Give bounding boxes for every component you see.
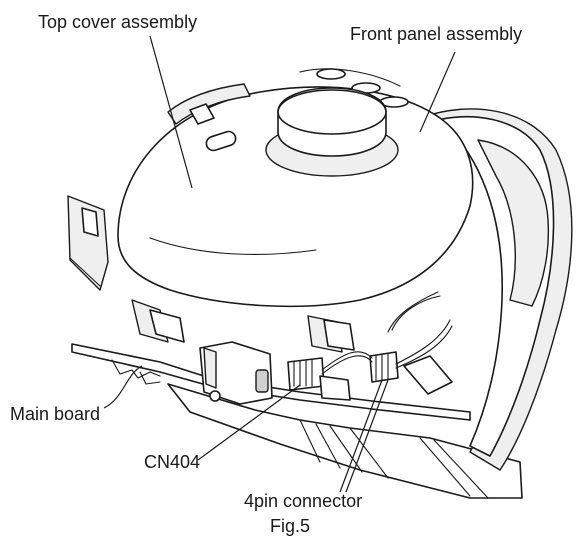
leader-top-cover (149, 35, 193, 189)
label-top-cover: Top cover assembly (38, 12, 197, 32)
leader-4pin-a (339, 379, 383, 493)
cn404-connector (287, 357, 351, 401)
control-knob (265, 87, 399, 177)
rear-chassis (67, 195, 109, 291)
leader-4pin-b (345, 379, 389, 493)
support-pillars (131, 299, 355, 353)
label-front-panel: Front panel assembly (350, 24, 522, 44)
leader-lines (103, 35, 456, 493)
figure-caption: Fig.5 (270, 516, 310, 536)
leader-front-panel (419, 51, 456, 133)
base-tray (167, 383, 523, 499)
label-4pin-connector: 4pin connector (244, 491, 362, 511)
bracket (199, 341, 273, 405)
label-cn404: CN404 (144, 452, 200, 472)
front-panel (419, 108, 573, 471)
label-main-board: Main board (10, 404, 100, 424)
leader-cn404 (197, 384, 301, 461)
leader-main-board (103, 365, 143, 409)
pin4-connector-part (321, 291, 453, 395)
